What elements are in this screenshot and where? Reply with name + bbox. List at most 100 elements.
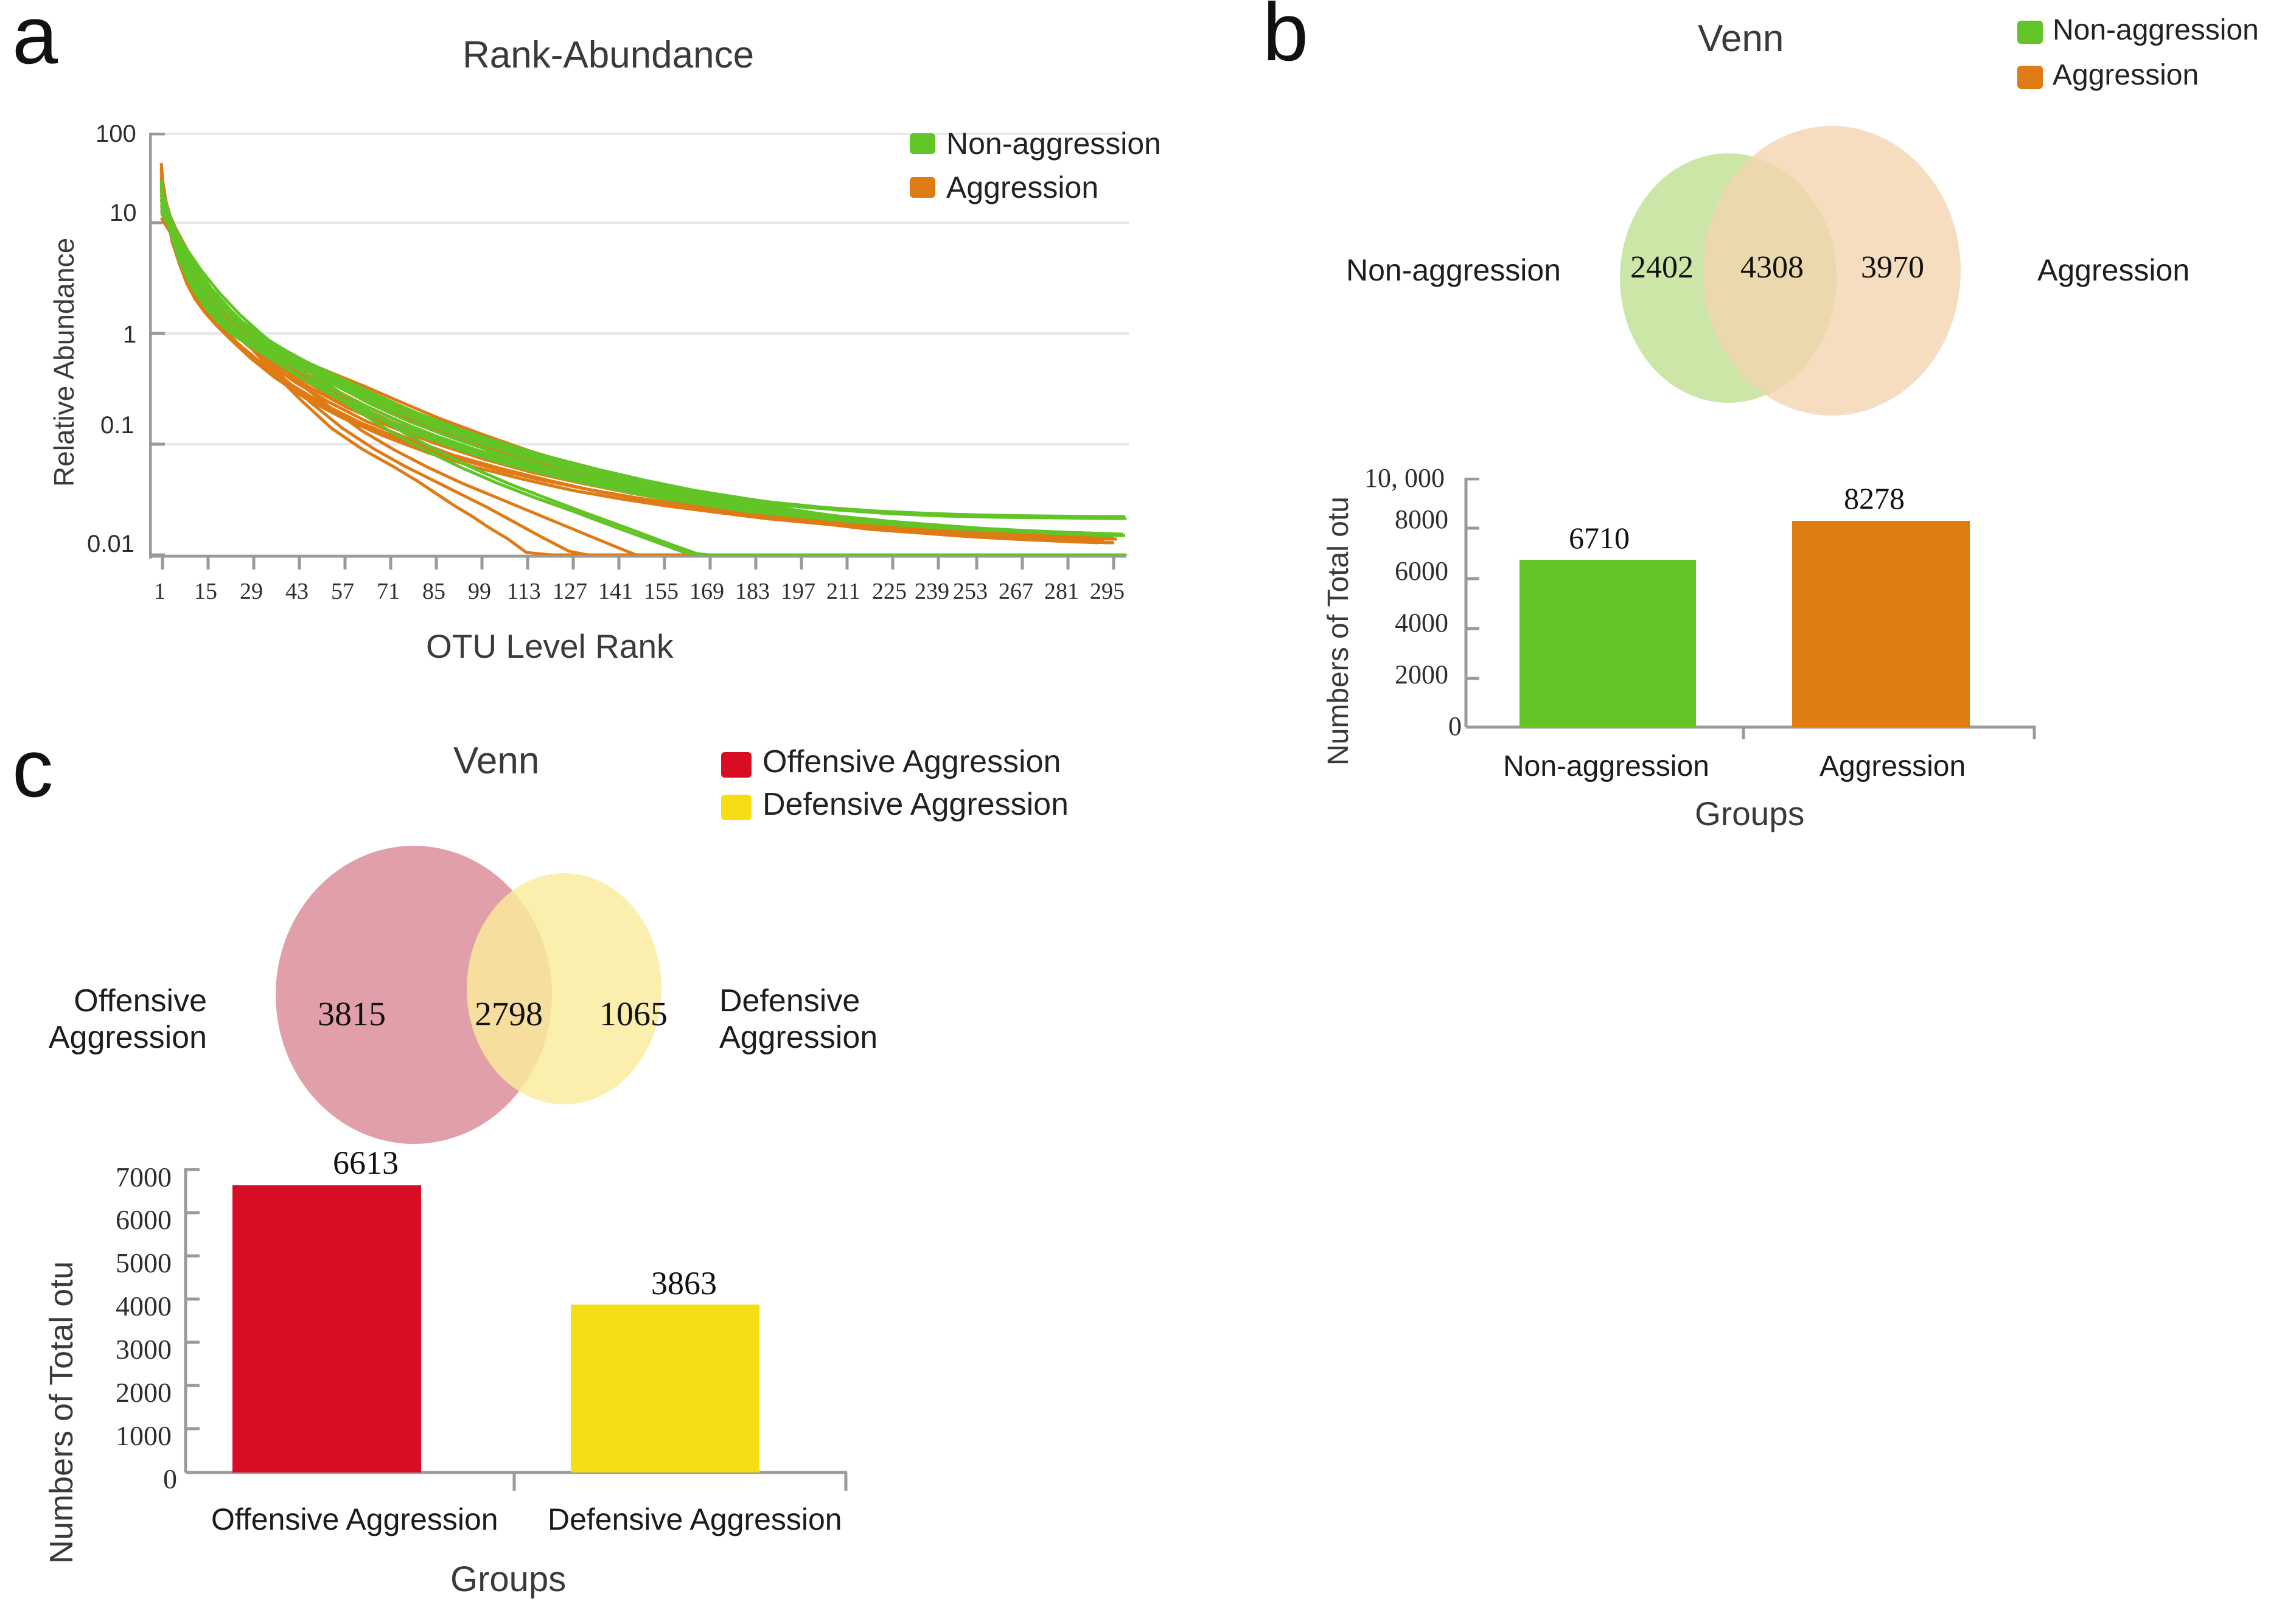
- panel-a-xtick-15: 15: [194, 579, 217, 604]
- panel-a-xtick-113: 113: [507, 579, 541, 604]
- panel-c-bar-value-defensive: 3863: [651, 1265, 717, 1302]
- venn-circle-aggression: [1703, 126, 1961, 416]
- panel-b-ytick-4000: 4000: [1395, 608, 1448, 638]
- bar-offensive-aggression: [232, 1185, 421, 1472]
- panel-a-xtick-253: 253: [953, 579, 988, 604]
- bar-non-aggression: [1520, 560, 1696, 727]
- panel-a-xtick-225: 225: [872, 579, 907, 604]
- panel-c-ytick-3000: 3000: [116, 1334, 172, 1365]
- panel-a-xtick-141: 141: [598, 579, 633, 604]
- legend-swatch-non-aggression: [2017, 21, 2043, 44]
- panel-c-bar-value-offensive: 6613: [333, 1145, 399, 1181]
- panel-c-legend: Offensive Aggression Defensive Aggressio…: [721, 744, 1147, 832]
- panel-a-chart-title: Rank-Abundance: [462, 34, 755, 76]
- legend-label-defensive-aggression: Defensive Aggression: [762, 787, 1069, 822]
- venn-circle-offensive-aggression: [276, 846, 552, 1144]
- panel-c-venn-right-label-line2: Aggression: [719, 1020, 878, 1055]
- venn-circle-defensive-aggression: [467, 873, 661, 1104]
- panel-a-xtick-43: 43: [285, 579, 309, 604]
- legend-label-offensive-aggression: Offensive Aggression: [762, 744, 1061, 779]
- panel-a-ytick-1: 1: [123, 321, 137, 348]
- panel-a-xtick-71: 71: [377, 579, 400, 604]
- panel-c-ytick-0: 0: [163, 1463, 177, 1494]
- panel-b-legend: Non-aggression Aggression: [2017, 13, 2279, 99]
- panel-a-xtick-239: 239: [915, 579, 949, 604]
- panel-c-venn-left-label-line2: Aggression: [48, 1020, 207, 1055]
- panel-a-ytick-10: 10: [110, 200, 137, 226]
- panel-a-x-axis: [149, 555, 1126, 570]
- panel-b-venn-left-label: Non-aggression: [1346, 253, 1561, 287]
- panel-c-letter: c: [12, 722, 54, 814]
- panel-b-bar-y-axis-title: Numbers of Total otu: [1322, 496, 1355, 765]
- panel-b-venn-shared-count: 4308: [1740, 250, 1804, 285]
- panel-a-xtick-281: 281: [1044, 579, 1079, 604]
- legend-swatch-offensive-aggression: [721, 752, 752, 778]
- panel-a-xtick-85: 85: [422, 579, 445, 604]
- panel-c-venn-shared-count: 2798: [475, 995, 543, 1033]
- legend-label-aggression: Aggression: [2053, 59, 2199, 91]
- bar-aggression: [1792, 521, 1970, 727]
- panel-c-ytick-4000: 4000: [116, 1291, 172, 1322]
- panel-a-ytick-0.01: 0.01: [87, 531, 134, 557]
- panel-c-bar-x-axis-title: Groups: [450, 1560, 567, 1599]
- panel-c-bar-y-axis-title: Numbers of Total otu: [43, 1261, 80, 1564]
- legend-label-non-aggression: Non-aggression: [2053, 14, 2259, 46]
- panel-c-venn-title: Venn: [453, 740, 540, 782]
- panel-c-ytick-2000: 2000: [116, 1377, 172, 1408]
- panel-a-xtick-99: 99: [468, 579, 491, 604]
- legend-swatch-aggression: [2017, 66, 2043, 89]
- panel-c-ytick-6000: 6000: [116, 1204, 172, 1235]
- panel-a-xtick-29: 29: [240, 579, 263, 604]
- legend-label-aggression: Aggression: [946, 170, 1099, 204]
- panel-c-cat-label-defensive: Defensive Aggression: [548, 1502, 842, 1536]
- legend-swatch-non-aggression: [910, 133, 935, 154]
- panel-c-venn-left-label-line1: Offensive: [74, 983, 207, 1019]
- panel-c-ytick-5000: 5000: [116, 1247, 172, 1278]
- panel-c-cat-label-offensive: Offensive Aggression: [211, 1502, 498, 1536]
- panel-c-ytick-7000: 7000: [116, 1162, 172, 1193]
- panel-b-venn-diagram: [1620, 126, 1961, 416]
- panel-a-xtick-295: 295: [1090, 579, 1125, 604]
- panel-c-venn-right-label-line1: Defensive: [719, 983, 860, 1019]
- panel-a-xtick-197: 197: [781, 579, 815, 604]
- panel-a-xtick-1: 1: [154, 579, 166, 604]
- panel-c-venn-left-count: 3815: [318, 995, 386, 1033]
- panel-b-bar-x-axis-title: Groups: [1695, 795, 1805, 832]
- panel-c-ytick-1000: 1000: [116, 1420, 172, 1451]
- panel-a-xtick-57: 57: [331, 579, 354, 604]
- panel-b-bar-plot: [1464, 478, 2036, 739]
- panel-c-venn-diagram: [276, 846, 661, 1144]
- panel-b-ytick-10000: 10, 000: [1364, 463, 1445, 493]
- panel-b-venn-right-count: 3970: [1861, 250, 1924, 285]
- panel-b-bar-value-aggression: 8278: [1844, 481, 1905, 515]
- panel-a-xtick-211: 211: [826, 579, 860, 604]
- panel-b-letter: b: [1263, 0, 1309, 78]
- panel-b-venn-title: Venn: [1698, 18, 1784, 60]
- panel-a-legend: Non-aggression Aggression: [910, 125, 1165, 210]
- panel-a-ytick-100: 100: [96, 120, 136, 147]
- legend-swatch-aggression: [910, 177, 935, 198]
- panel-a-x-axis-title: OTU Level Rank: [426, 627, 674, 665]
- legend-swatch-defensive-aggression: [721, 795, 752, 820]
- panel-b-venn-right-label: Aggression: [2037, 253, 2190, 287]
- panel-a-xtick-127: 127: [553, 579, 587, 604]
- panel-c-bar-plot: [184, 1168, 848, 1491]
- panel-a-ytick-0.1: 0.1: [100, 412, 134, 439]
- panel-a-xtick-267: 267: [999, 579, 1033, 604]
- panel-b-ytick-8000: 8000: [1395, 504, 1448, 534]
- panel-b-ytick-6000: 6000: [1395, 556, 1448, 586]
- panel-b-venn-left-count: 2402: [1630, 250, 1694, 285]
- panel-b-bar-value-non-aggression: 6710: [1569, 521, 1630, 555]
- panel-a-letter: a: [12, 0, 58, 81]
- panel-b-cat-label-non-aggression: Non-aggression: [1503, 750, 1709, 782]
- panel-a-xtick-155: 155: [644, 579, 679, 604]
- panel-a-xtick-169: 169: [689, 579, 724, 604]
- legend-label-non-aggression: Non-aggression: [946, 127, 1161, 161]
- panel-b-ytick-2000: 2000: [1395, 660, 1448, 689]
- panel-b-ytick-0: 0: [1448, 711, 1462, 741]
- panel-b-cat-label-aggression: Aggression: [1820, 750, 1966, 782]
- panel-a-plot: [149, 133, 1129, 559]
- bar-defensive-aggression: [571, 1305, 759, 1472]
- panel-c-venn-right-count: 1065: [599, 995, 668, 1033]
- panel-a-xtick-183: 183: [735, 579, 770, 604]
